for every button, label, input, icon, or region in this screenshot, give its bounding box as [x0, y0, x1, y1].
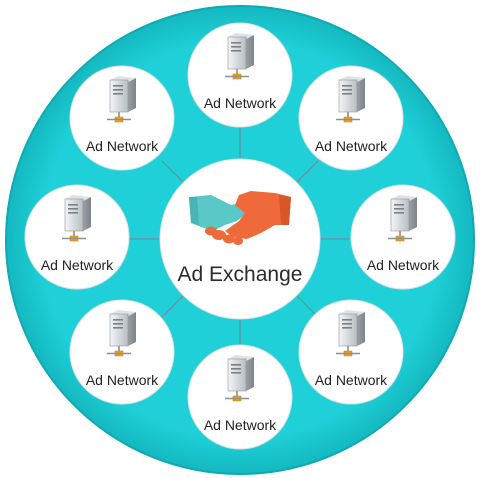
handshake-icon	[189, 191, 291, 245]
ad-network-node: Ad Network	[350, 184, 456, 290]
server-icon	[336, 76, 365, 123]
ad-network-node: Ad Network	[24, 184, 130, 290]
ad-network-label: Ad Network	[86, 372, 159, 388]
connector-lines	[130, 125, 350, 350]
ad-network-label: Ad Network	[315, 372, 388, 388]
ad-network-label: Ad Network	[315, 138, 388, 154]
ad-network-node: Ad Network	[69, 299, 175, 405]
ad-network-node: Ad Network	[187, 22, 293, 128]
server-icon	[225, 33, 254, 80]
server-icon	[107, 76, 136, 123]
ad-network-nodes: Ad Network Ad Network Ad Network Ad Network…	[24, 22, 456, 450]
ad-network-node: Ad Network	[298, 299, 404, 405]
ad-network-label: Ad Network	[41, 257, 114, 273]
connector-line	[161, 294, 185, 318]
ad-network-label: Ad Network	[86, 138, 159, 154]
ad-network-node: Ad Network	[69, 65, 175, 171]
ad-network-label: Ad Network	[204, 95, 277, 111]
server-icon	[62, 195, 91, 242]
server-icon	[336, 310, 365, 357]
ad-network-node: Ad Network	[298, 65, 404, 171]
server-icon	[107, 310, 136, 357]
server-icon	[388, 195, 417, 242]
connector-line	[161, 160, 185, 184]
connector-line	[295, 294, 319, 318]
connector-line	[295, 160, 319, 184]
hub-label: Ad Exchange	[178, 263, 303, 286]
ad-exchange-hub: Ad Exchange	[159, 158, 321, 320]
ad-network-node: Ad Network	[187, 344, 293, 450]
server-icon	[225, 355, 254, 402]
ad-network-label: Ad Network	[204, 417, 277, 433]
ad-network-label: Ad Network	[367, 257, 440, 273]
